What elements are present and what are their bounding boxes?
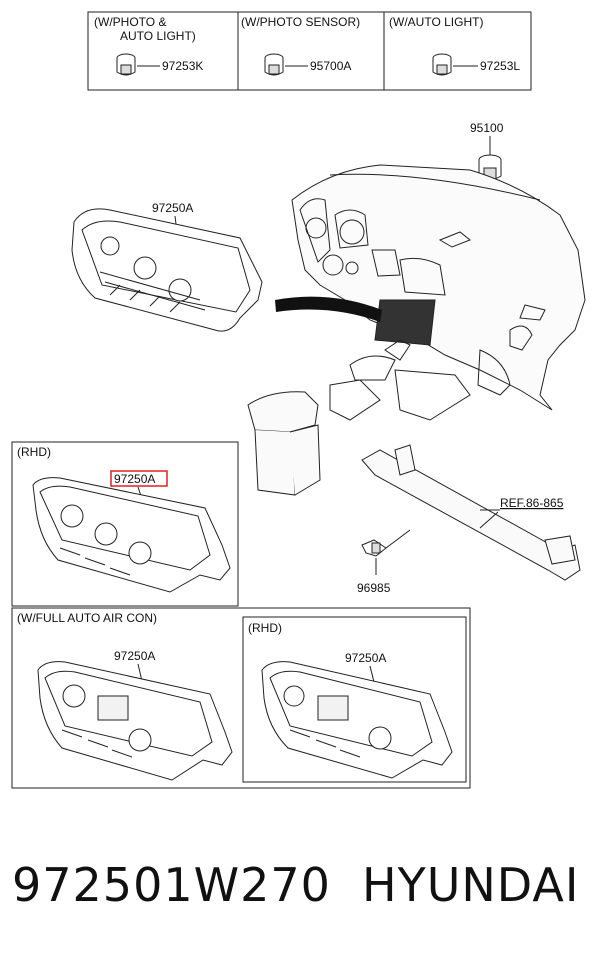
part-95700a: 95700A: [310, 59, 351, 73]
highlight-box: [110, 470, 168, 487]
rhd-box: [11, 441, 239, 607]
part-97253l: 97253L: [480, 59, 520, 73]
col2-title: (W/PHOTO SENSOR): [241, 15, 360, 29]
rhd-box-title: (RHD): [17, 445, 51, 459]
dashboard-illustration: [291, 164, 586, 421]
col1-title-line2: AUTO LIGHT): [120, 29, 196, 43]
full-auto-rhd-box: [242, 616, 467, 783]
part-97253k: 97253K: [162, 59, 203, 73]
footer-part-number: 972501W270: [12, 858, 331, 912]
climate-panel-main: [71, 208, 263, 332]
sensor-option-table: [87, 11, 532, 91]
full-auto-title: (W/FULL AUTO AIR CON): [17, 611, 157, 625]
part-96985: 96985: [357, 581, 391, 595]
climate-panel-full-auto: [37, 661, 233, 781]
pointer-arrow: [275, 296, 382, 322]
sensor-97253k-icon: [116, 53, 136, 76]
full-auto-rhd-unit-label: 97250A: [345, 651, 386, 665]
full-auto-unit-label: 97250A: [114, 649, 155, 663]
col3-title: (W/AUTO LIGHT): [389, 15, 483, 29]
footer-brand: HYUNDAI: [362, 858, 580, 912]
sensor-97253l-icon: [432, 53, 452, 76]
full-auto-box: [11, 607, 471, 789]
sensor-95700a-icon: [264, 53, 284, 76]
part-95100: 95100: [470, 121, 504, 135]
climate-panel-rhd: [32, 477, 231, 593]
full-auto-rhd-title: (RHD): [248, 621, 282, 635]
footer: 972501W270 HYUNDAI: [0, 858, 600, 928]
console-illustration: [247, 391, 321, 496]
clip-96985-icon: [361, 539, 387, 557]
climate-panel-full-auto-rhd: [261, 661, 453, 779]
col1-title-line1: (W/PHOTO &: [94, 15, 166, 29]
main-unit-label: 97250A: [152, 201, 193, 215]
ref-label: REF.86-865: [500, 496, 564, 510]
reinforcement-bar: [361, 444, 581, 581]
parts-diagram: (W/PHOTO & AUTO LIGHT) (W/PHOTO SENSOR) …: [11, 11, 586, 789]
rhd-unit-label: 97250A: [114, 472, 155, 486]
